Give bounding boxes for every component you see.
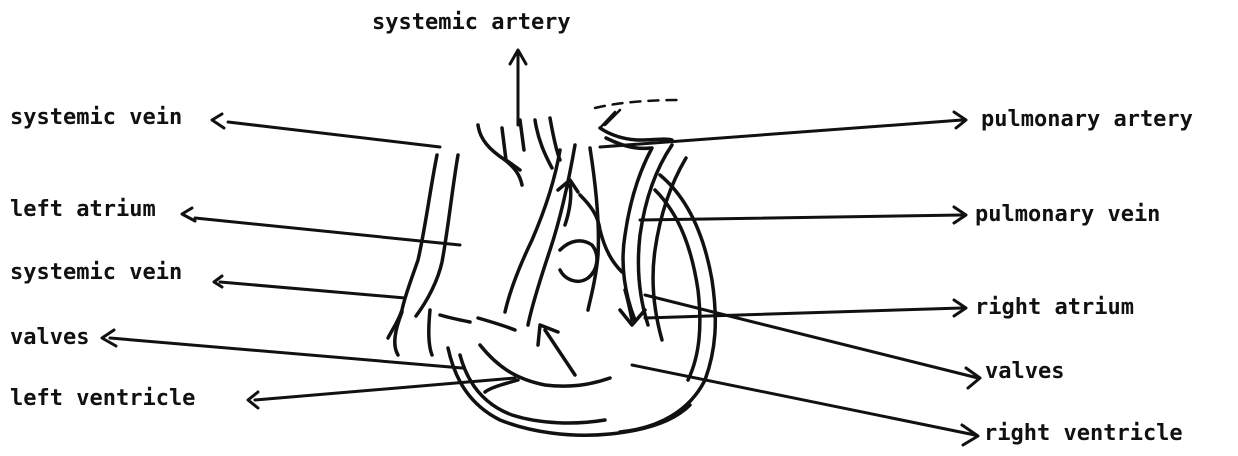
label-valves-right: valves	[985, 361, 1064, 383]
label-systemic-vein-top: systemic vein	[10, 107, 182, 129]
label-systemic-vein-mid: systemic vein	[10, 262, 182, 284]
label-pulmonary-vein: pulmonary vein	[975, 204, 1160, 226]
label-right-atrium: right atrium	[975, 297, 1134, 319]
label-valves-left: valves	[10, 327, 89, 349]
label-systemic-artery: systemic artery	[372, 12, 571, 34]
label-pulmonary-artery: pulmonary artery	[981, 109, 1193, 131]
label-right-ventricle: right ventricle	[984, 423, 1183, 445]
label-left-atrium: left atrium	[10, 199, 156, 221]
label-left-ventricle: left ventricle	[10, 388, 195, 410]
